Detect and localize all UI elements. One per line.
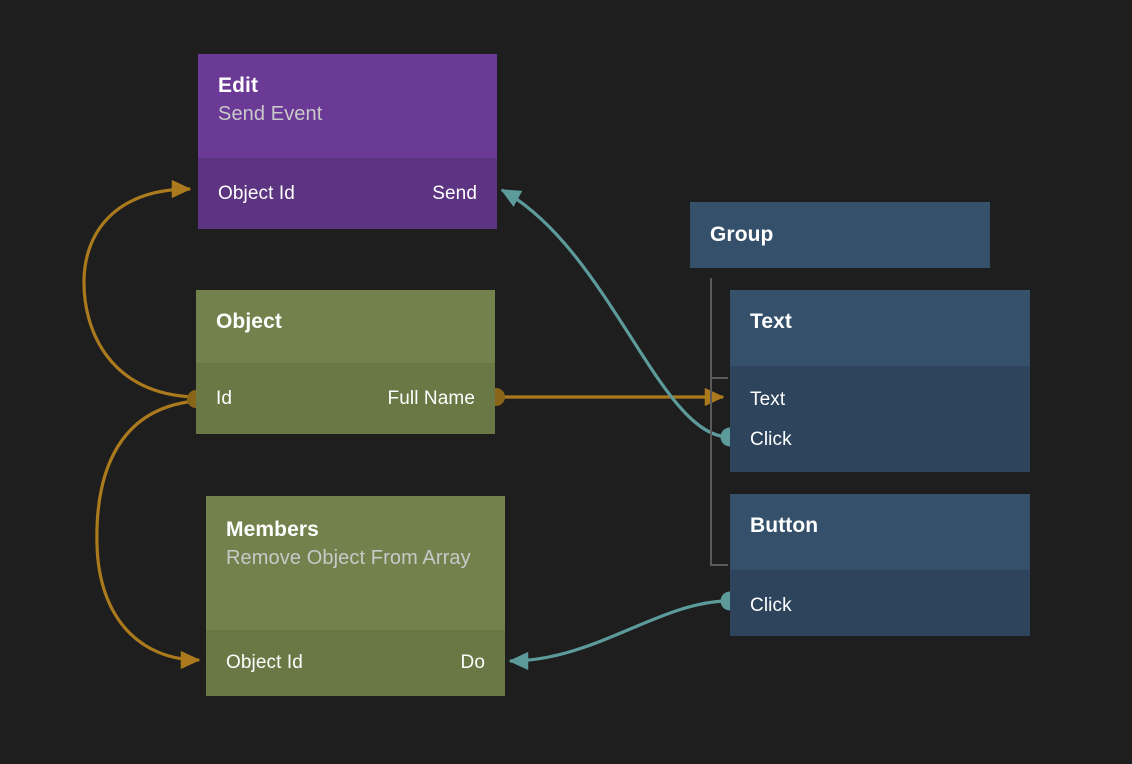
- port-label-object-id[interactable]: Id: [216, 387, 233, 409]
- node-text-title: Text: [750, 310, 793, 333]
- edge-object-id-to-edit: [82, 179, 197, 399]
- node-text[interactable]: Text Text Click: [730, 290, 1030, 472]
- node-button-body: Click: [730, 570, 1030, 636]
- node-object[interactable]: Object Id Full Name: [196, 290, 495, 434]
- node-members-header: Members Remove Object From Array: [206, 496, 505, 630]
- node-button-port-row-click[interactable]: Click: [730, 586, 1030, 626]
- node-members[interactable]: Members Remove Object From Array Object …: [206, 496, 505, 696]
- node-members-body: Object Id Do: [206, 630, 505, 696]
- port-label-edit-object-id[interactable]: Object Id: [218, 182, 295, 204]
- node-edit-header: Edit Send Event: [198, 54, 497, 158]
- node-button-title: Button: [750, 514, 819, 537]
- node-text-header: Text: [730, 290, 1030, 366]
- port-label-text-click[interactable]: Click: [750, 429, 792, 450]
- node-members-port-row[interactable]: Object Id Do: [206, 630, 505, 696]
- node-edit-port-row[interactable]: Object Id Send: [198, 158, 497, 229]
- group-tree-vertical-line: [710, 278, 712, 566]
- edge-button-click-to-members-do: [508, 599, 730, 671]
- port-label-object-full-name[interactable]: Full Name: [387, 387, 475, 409]
- node-group-title: Group: [710, 223, 774, 246]
- group-tree-stub-text: [710, 377, 728, 379]
- node-text-port-row-click[interactable]: Click: [730, 420, 1030, 460]
- node-object-port-row[interactable]: Id Full Name: [196, 363, 495, 434]
- node-object-title: Object: [216, 310, 282, 333]
- node-edit-body: Object Id Send: [198, 158, 497, 229]
- node-group-header: Group: [690, 202, 990, 268]
- port-label-members-do[interactable]: Do: [460, 652, 485, 673]
- node-edit-title: Edit: [218, 74, 259, 97]
- node-members-title: Members: [226, 518, 319, 541]
- port-label-text-text[interactable]: Text: [750, 389, 786, 410]
- port-label-button-click[interactable]: Click: [750, 595, 792, 616]
- node-edit[interactable]: Edit Send Event Object Id Send: [198, 54, 497, 229]
- port-label-edit-send[interactable]: Send: [432, 182, 477, 204]
- node-button-header: Button: [730, 494, 1030, 570]
- node-text-body: Text Click: [730, 366, 1030, 472]
- node-group[interactable]: Group: [690, 202, 990, 268]
- node-object-header: Object: [196, 290, 495, 363]
- node-object-body: Id Full Name: [196, 363, 495, 434]
- group-tree-stub-button: [710, 564, 728, 566]
- node-text-port-row-text[interactable]: Text: [730, 380, 1030, 420]
- edge-object-id-to-members: [95, 399, 201, 670]
- node-edit-subtitle: Send Event: [218, 103, 323, 125]
- node-button[interactable]: Button Click: [730, 494, 1030, 636]
- port-label-members-object-id[interactable]: Object Id: [226, 652, 303, 673]
- node-members-subtitle: Remove Object From Array: [226, 547, 471, 569]
